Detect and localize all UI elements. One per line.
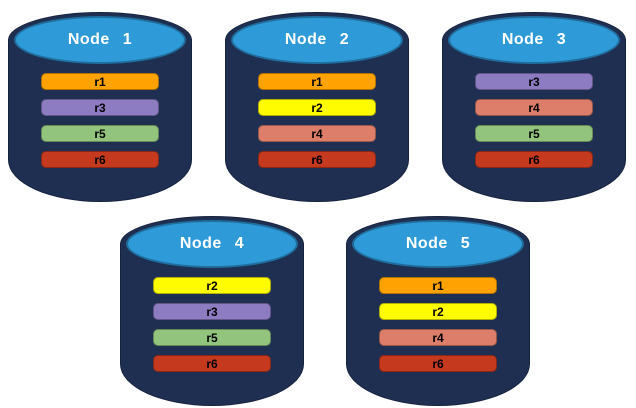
node-cylinder: Node 2 r1 r2 r4 r6 <box>225 12 409 202</box>
cylinder-body <box>120 243 304 406</box>
replica-label: r3 <box>206 304 218 319</box>
node-label: Node 3 <box>501 31 567 48</box>
replica-bar-r2: r2 <box>258 99 376 116</box>
replica-bar-r3: r3 <box>475 73 593 90</box>
replica-label: r3 <box>528 74 540 89</box>
node-label: Node 1 <box>67 31 133 48</box>
replica-bar-r6: r6 <box>41 151 159 168</box>
replica-label: r2 <box>311 100 323 115</box>
replica-bar-r1: r1 <box>41 73 159 90</box>
replica-bar-r4: r4 <box>379 329 497 346</box>
replica-label: r4 <box>311 126 323 141</box>
replica-label: r6 <box>206 356 218 371</box>
replica-label: r6 <box>432 356 444 371</box>
replica-label: r6 <box>528 152 540 167</box>
replica-label: r1 <box>311 74 323 89</box>
replica-bar-r1: r1 <box>258 73 376 90</box>
node-cap: Node 2 <box>231 16 403 64</box>
replica-bar-r6: r6 <box>379 355 497 372</box>
replica-label: r5 <box>206 330 218 345</box>
replica-label: r1 <box>432 278 444 293</box>
replica-stack: r3 r4 r5 r6 <box>442 73 626 177</box>
replica-bar-r6: r6 <box>258 151 376 168</box>
node-cylinder: Node 3 r3 r4 r5 r6 <box>442 12 626 202</box>
cylinder-body <box>225 39 409 202</box>
replica-bar-r4: r4 <box>475 99 593 116</box>
replica-bar-r3: r3 <box>153 303 271 320</box>
replica-bar-r2: r2 <box>379 303 497 320</box>
replica-bar-r5: r5 <box>153 329 271 346</box>
node-label: Node 2 <box>284 31 350 48</box>
replica-label: r5 <box>94 126 106 141</box>
replica-bar-r6: r6 <box>475 151 593 168</box>
cylinder-body <box>346 243 530 406</box>
replica-label: r3 <box>94 100 106 115</box>
node-cylinder: Node 1 r1 r3 r5 r6 <box>8 12 192 202</box>
replica-bar-r3: r3 <box>41 99 159 116</box>
replica-stack: r1 r2 r4 r6 <box>225 73 409 177</box>
replica-label: r5 <box>528 126 540 141</box>
node-cylinder: Node 4 r2 r3 r5 r6 <box>120 216 304 406</box>
node-label: Node 4 <box>179 235 245 252</box>
cylinder-body <box>8 39 192 202</box>
replica-bar-r6: r6 <box>153 355 271 372</box>
node-cylinder: Node 5 r1 r2 r4 r6 <box>346 216 530 406</box>
replica-bar-r2: r2 <box>153 277 271 294</box>
replica-stack: r2 r3 r5 r6 <box>120 277 304 381</box>
cylinder-body <box>442 39 626 202</box>
replica-bar-r4: r4 <box>258 125 376 142</box>
replica-label: r4 <box>528 100 540 115</box>
replica-label: r6 <box>311 152 323 167</box>
replica-label: r2 <box>432 304 444 319</box>
node-cap: Node 3 <box>448 16 620 64</box>
replica-bar-r1: r1 <box>379 277 497 294</box>
replica-bar-r5: r5 <box>41 125 159 142</box>
replica-label: r4 <box>432 330 444 345</box>
node-cap: Node 1 <box>14 16 186 64</box>
replica-label: r1 <box>94 74 106 89</box>
replica-label: r2 <box>206 278 218 293</box>
node-cap: Node 5 <box>352 220 524 268</box>
replica-label: r6 <box>94 152 106 167</box>
node-cap: Node 4 <box>126 220 298 268</box>
replica-stack: r1 r2 r4 r6 <box>346 277 530 381</box>
replica-bar-r5: r5 <box>475 125 593 142</box>
node-label: Node 5 <box>405 235 471 252</box>
replica-stack: r1 r3 r5 r6 <box>8 73 192 177</box>
